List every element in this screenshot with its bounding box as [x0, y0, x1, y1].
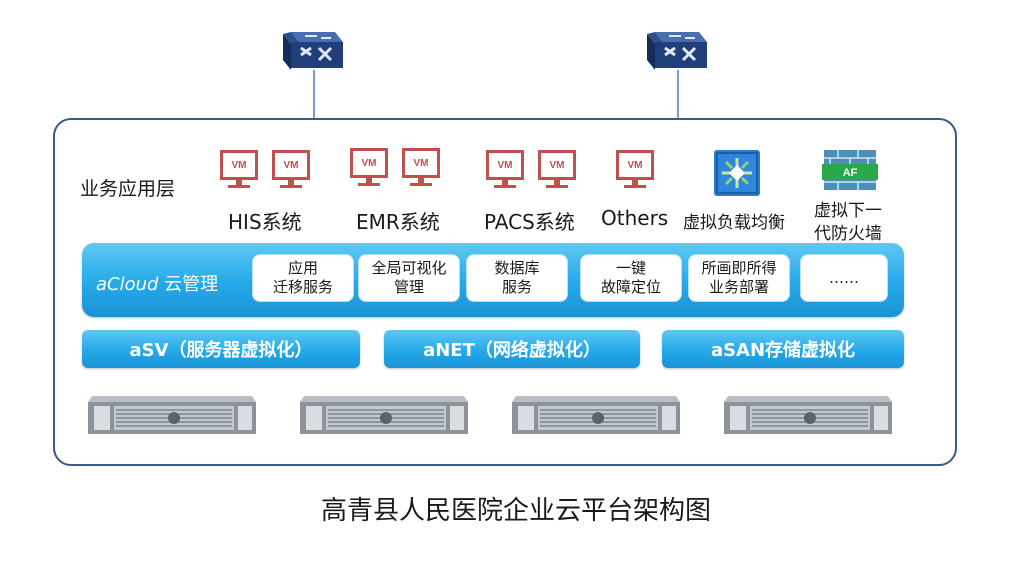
cloud-brand: aCloud: [96, 274, 159, 295]
uplink-line-right: [677, 70, 679, 120]
uplink-line-left: [313, 70, 315, 120]
vm-group-emr: VM VM: [350, 148, 442, 188]
virtualization-anet: aNET（网络虚拟化）: [384, 330, 640, 368]
vm-icon: VM: [350, 148, 390, 188]
layer-label: 业务应用层: [80, 178, 176, 200]
service-app-migration: 应用迁移服务: [252, 254, 354, 302]
cloud-management-title: aCloud 云管理: [96, 270, 218, 296]
virtualization-asv: aSV（服务器虚拟化）: [82, 330, 360, 368]
firewall-label-line2: 代防火墙: [814, 224, 882, 244]
system-label-pacs: PACS系统: [484, 210, 575, 234]
service-global-visual: 全局可视化管理: [358, 254, 460, 302]
load-balancer-icon: [714, 150, 760, 196]
cloud-suffix: 云管理: [158, 274, 219, 295]
vm-group-pacs: VM VM: [486, 150, 578, 190]
vm-icon: VM: [272, 150, 312, 190]
firewall-icon: AF: [822, 150, 878, 190]
network-switch-icon: [283, 32, 343, 70]
load-balancer-label: 虚拟负载均衡: [683, 213, 785, 233]
vm-icon: VM: [486, 150, 526, 190]
vm-icon: VM: [220, 150, 260, 190]
vm-icon: VM: [538, 150, 578, 190]
server-icon: [300, 396, 468, 434]
virtualization-asan: aSAN存储虚拟化: [662, 330, 904, 368]
service-fault-locate: 一键故障定位: [580, 254, 682, 302]
vm-icon: VM: [616, 150, 656, 190]
system-label-emr: EMR系统: [356, 210, 440, 234]
service-deploy: 所画即所得业务部署: [688, 254, 790, 302]
system-label-his: HIS系统: [228, 210, 302, 234]
service-more: ……: [800, 254, 888, 302]
network-switch-icon: [647, 32, 707, 70]
service-database: 数据库服务: [466, 254, 568, 302]
vm-group-his: VM VM: [220, 150, 312, 190]
vm-icon: VM: [402, 148, 442, 188]
firewall-label-line1: 虚拟下一: [814, 201, 882, 221]
server-icon: [88, 396, 256, 434]
server-icon: [512, 396, 680, 434]
system-label-others: Others: [601, 206, 669, 230]
server-icon: [724, 396, 892, 434]
svg-text:AF: AF: [843, 167, 858, 179]
diagram-caption: 高青县人民医院企业云平台架构图: [320, 496, 711, 526]
vm-group-others: VM: [616, 150, 656, 190]
